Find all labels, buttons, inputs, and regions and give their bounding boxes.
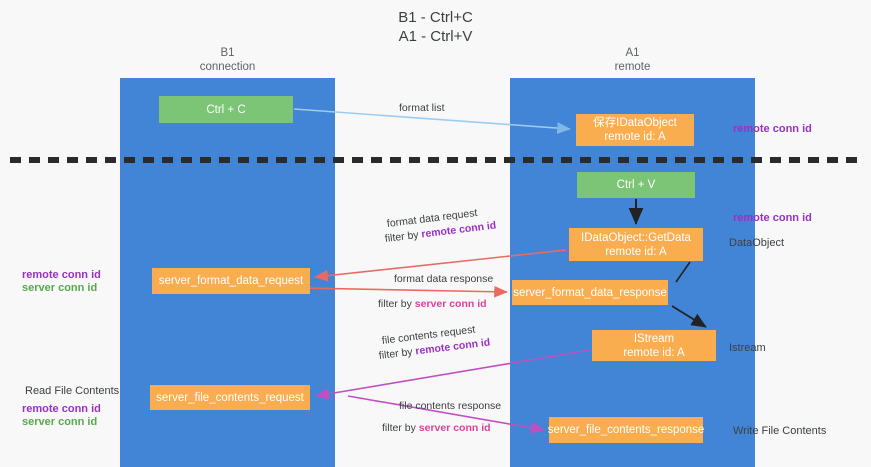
edge-label-file-contents-response: file contents response: [399, 400, 501, 413]
side-label-write-file-contents: Write File Contents: [733, 425, 827, 437]
filter-key-server-conn-id: server conn id: [418, 422, 491, 434]
phase-divider-dashed-line: [10, 157, 865, 163]
side-label-read-file-contents: Read File Contents: [25, 385, 120, 397]
node-getdata-line1: IDataObject::GetData: [581, 231, 691, 244]
title-line-1: B1 - Ctrl+C: [398, 9, 473, 26]
edge-label-file-contents-response-filter: filter by server conn id: [382, 422, 491, 435]
node-server-file-contents-response[interactable]: server_file_contents_response: [547, 417, 705, 443]
node-ctrl-c-label: Ctrl + C: [206, 103, 246, 116]
node-server-file-contents-request[interactable]: server_file_contents_request: [150, 385, 310, 410]
edge-label-format-list-text: format list: [399, 102, 445, 114]
side-label-remote-conn-id-top: remote conn id: [733, 123, 812, 135]
node-istream[interactable]: IStream remote id: A: [592, 330, 716, 361]
node-server-format-data-response[interactable]: server_format_data_response: [512, 280, 668, 305]
column-header-b1-role: connection: [199, 61, 256, 73]
side-label-left-remote-conn-id-mid: remote conn id: [22, 269, 101, 281]
filter-key-server-conn-id: server conn id: [414, 298, 487, 310]
filter-prefix: filter by: [384, 228, 423, 245]
edge-label-file-contents-response-text: file contents response: [399, 400, 502, 412]
title-line-2: A1 - Ctrl+V: [398, 28, 473, 45]
side-label-remote-conn-id-mid: remote conn id: [733, 212, 812, 224]
node-idataobject-getdata[interactable]: IDataObject::GetData remote id: A: [569, 228, 703, 261]
filter-prefix: filter by: [378, 345, 417, 362]
side-label-left-remote-conn-id-bottom: remote conn id: [22, 403, 101, 415]
node-ctrl-v[interactable]: Ctrl + V: [577, 172, 695, 198]
node-ctrl-v-label: Ctrl + V: [616, 179, 656, 191]
page-title: B1 - Ctrl+C A1 - Ctrl+V: [0, 8, 871, 46]
node-server-format-data-response-label: server_format_data_response: [513, 286, 667, 299]
node-server-format-data-request-label: server_format_data_request: [158, 275, 304, 287]
node-getdata-line2: remote id: A: [605, 245, 667, 258]
node-server-file-contents-response-label: server_file_contents_response: [547, 424, 705, 436]
column-header-a1-role: remote: [614, 61, 651, 73]
filter-prefix: filter by: [378, 298, 415, 310]
column-header-b1-name: B1: [220, 47, 235, 59]
side-label-left-server-conn-id-bottom: server conn id: [22, 416, 98, 428]
column-header-b1: B1 connection: [120, 46, 335, 74]
side-label-left-server-conn-id-mid: server conn id: [22, 282, 98, 294]
edge-label-format-list: format list: [399, 102, 445, 115]
edge-label-format-data-response-filter: filter by server conn id: [378, 298, 487, 311]
edge-label-format-data-response: format data response: [394, 273, 493, 286]
node-istream-line2: remote id: A: [623, 346, 685, 359]
side-label-istream: Istream: [729, 342, 766, 354]
column-header-a1: A1 remote: [510, 46, 755, 74]
node-server-format-data-request[interactable]: server_format_data_request: [152, 268, 310, 294]
node-ctrl-c[interactable]: Ctrl + C: [159, 96, 293, 123]
column-header-a1-name: A1: [625, 47, 640, 59]
filter-prefix: filter by: [382, 422, 419, 434]
node-istream-line1: IStream: [633, 332, 675, 345]
node-idataobject[interactable]: 保存IDataObject remote id: A: [576, 114, 694, 146]
edge-label-format-data-response-text: format data response: [394, 273, 494, 285]
node-idataobject-line1: 保存IDataObject: [593, 117, 677, 129]
node-idataobject-line2: remote id: A: [604, 131, 666, 143]
side-label-dataobject: DataObject: [729, 237, 785, 249]
node-server-file-contents-request-label: server_file_contents_request: [156, 391, 304, 404]
